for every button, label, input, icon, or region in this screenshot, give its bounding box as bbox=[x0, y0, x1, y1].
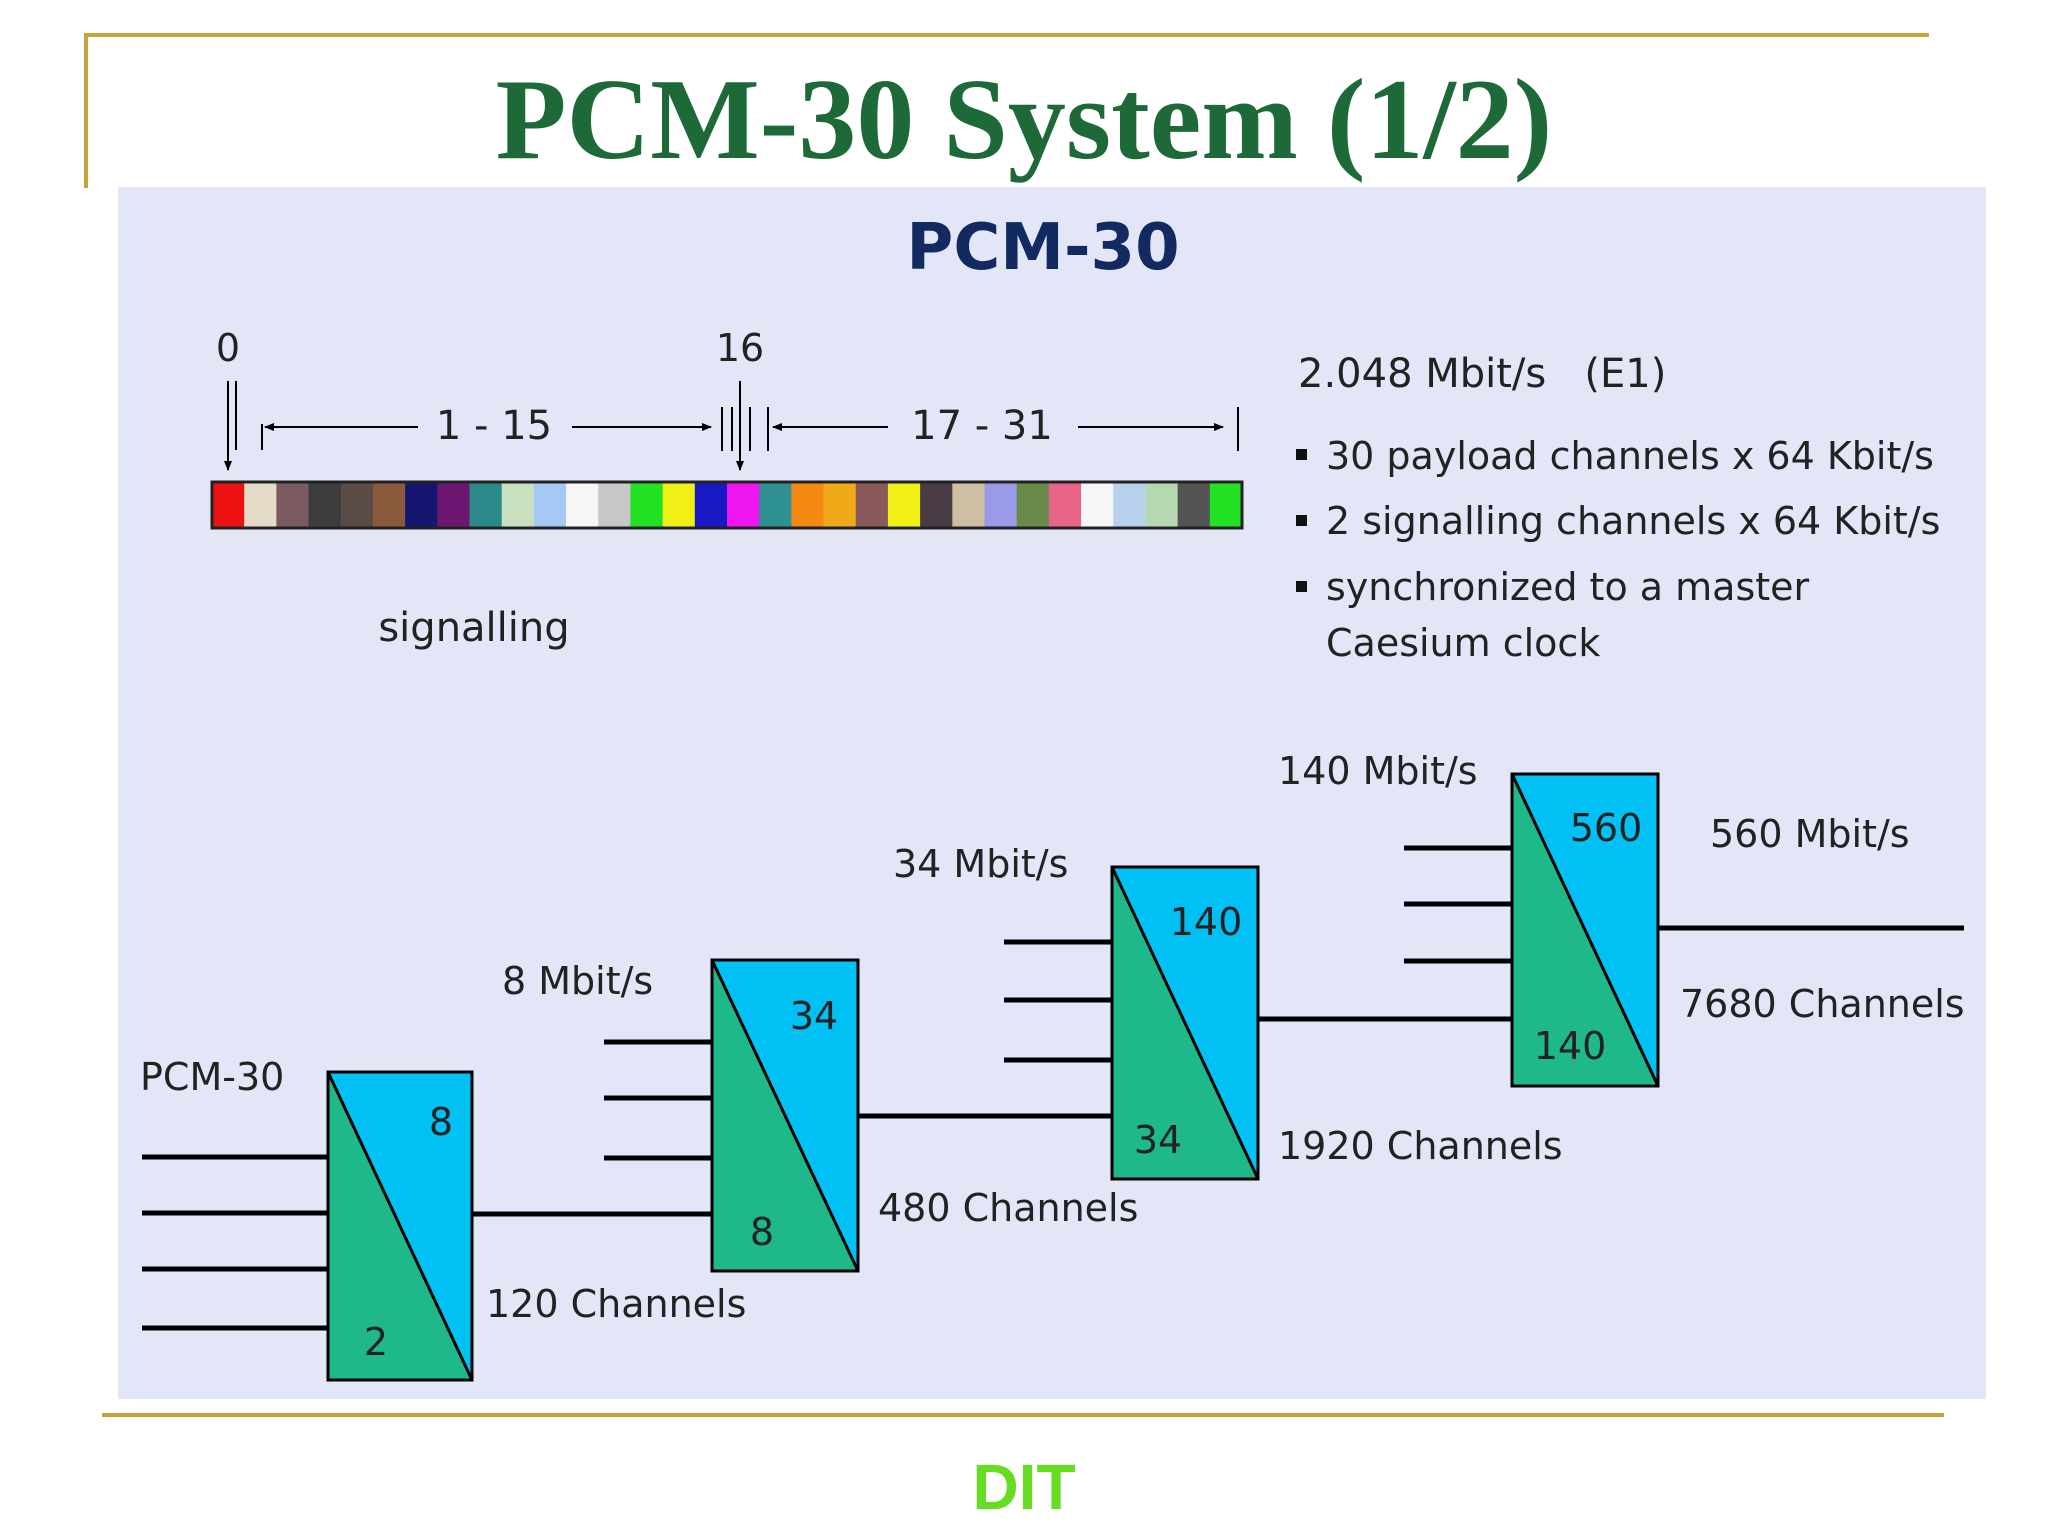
bullet-marker bbox=[1296, 515, 1307, 526]
bullet-marker bbox=[1296, 581, 1307, 592]
time-slot-13 bbox=[630, 482, 664, 528]
mux-outline bbox=[710, 958, 860, 1273]
time-slot-0 bbox=[212, 482, 245, 528]
mux-outline bbox=[1110, 865, 1260, 1181]
mux-outline bbox=[1510, 772, 1660, 1088]
bullet-payload-channels: 30 payload channels x 64 Kbit/s bbox=[1326, 434, 1934, 478]
mux-top-value: 34 bbox=[790, 994, 838, 1038]
time-slot-30 bbox=[1177, 482, 1211, 528]
mux-connection-lines bbox=[142, 845, 1964, 1331]
mux-bottom-value: 8 bbox=[750, 1210, 774, 1254]
pcm-frame-strip bbox=[210, 480, 1244, 530]
time-slot-5 bbox=[372, 482, 406, 528]
mux-34-to-140: 140 34 bbox=[1110, 865, 1260, 1181]
pcm30-diagram: PCM-30 0 16 1 - 15 17 - 31 signallin bbox=[140, 211, 1965, 1382]
info-bullets: 30 payload channels x 64 Kbit/s 2 signal… bbox=[1296, 434, 1940, 665]
mux-outline bbox=[326, 1070, 474, 1382]
mux-rate-label: 560 Mbit/s bbox=[1710, 812, 1910, 856]
time-slot-22 bbox=[920, 482, 953, 528]
mux-bottom-value: 34 bbox=[1134, 1118, 1182, 1162]
time-slot-25 bbox=[1016, 482, 1050, 528]
title-frame-top-rule bbox=[84, 33, 1929, 37]
time-slot-8 bbox=[469, 482, 503, 528]
time-slot-29 bbox=[1145, 482, 1179, 528]
slot-16-label: 16 bbox=[716, 326, 764, 370]
bullet-signalling-channels: 2 signalling channels x 64 Kbit/s bbox=[1326, 499, 1940, 543]
bullet-synchronized: synchronized to a master bbox=[1326, 565, 1810, 609]
time-slot-16 bbox=[727, 482, 760, 528]
time-slot-4 bbox=[340, 482, 374, 528]
time-slot-7 bbox=[437, 482, 471, 528]
frame-strip-border bbox=[210, 480, 1244, 530]
diagram-heading: PCM-30 bbox=[906, 211, 1179, 285]
e1-rate-label: 2.048 Mbit/s (E1) bbox=[1298, 351, 1666, 397]
title-frame-left-rule bbox=[84, 33, 88, 188]
time-slot-26 bbox=[1048, 482, 1082, 528]
mux-140-to-560: 560 140 bbox=[1510, 772, 1660, 1088]
slot-range-1-15: 1 - 15 bbox=[436, 403, 552, 449]
diagram-panel: PCM-30 0 16 1 - 15 17 - 31 signallin bbox=[118, 187, 1986, 1399]
time-slot-19 bbox=[823, 482, 857, 528]
mux-8-to-34: 34 8 bbox=[710, 958, 860, 1273]
mux-top-value: 140 bbox=[1170, 900, 1243, 944]
bullet-marker bbox=[1296, 449, 1307, 460]
time-slot-1 bbox=[244, 482, 277, 528]
time-slot-9 bbox=[501, 482, 535, 528]
mux-channels-label: 120 Channels bbox=[486, 1282, 746, 1326]
mux-rate-label: 140 Mbit/s bbox=[1278, 749, 1478, 793]
bullet-synchronized-continued: Caesium clock bbox=[1326, 621, 1600, 665]
time-slot-6 bbox=[405, 482, 438, 528]
time-slot-23 bbox=[952, 482, 986, 528]
mux-rate-label: 34 Mbit/s bbox=[893, 842, 1068, 886]
slide-title: PCM-30 System (1/2) bbox=[495, 56, 1553, 184]
time-slot-12 bbox=[598, 482, 632, 528]
mux-diagonal bbox=[326, 1071, 474, 1381]
slot-range-17-31: 17 - 31 bbox=[911, 403, 1053, 449]
time-slot-11 bbox=[566, 482, 599, 528]
mux-top-value: 8 bbox=[429, 1100, 453, 1144]
time-slot-2 bbox=[276, 482, 310, 528]
time-slot-14 bbox=[662, 482, 696, 528]
mux-channels-label: 7680 Channels bbox=[1680, 982, 1965, 1026]
mux-bottom-value: 2 bbox=[364, 1320, 388, 1364]
mux-diagonal bbox=[1110, 866, 1260, 1180]
time-slot-17 bbox=[759, 482, 792, 528]
pcm30-input-label: PCM-30 bbox=[140, 1055, 284, 1099]
mux-diagonal bbox=[1510, 773, 1660, 1087]
time-slot-21 bbox=[887, 482, 921, 528]
footer-rule bbox=[102, 1413, 1944, 1417]
time-slot-18 bbox=[791, 482, 825, 528]
mux-top-value: 560 bbox=[1570, 806, 1643, 850]
mux-channels-label: 480 Channels bbox=[878, 1186, 1138, 1230]
signalling-label: signalling bbox=[378, 605, 569, 651]
mux-2-to-8: 8 2 bbox=[326, 1070, 474, 1382]
time-slot-10 bbox=[533, 482, 567, 528]
slot-0-label: 0 bbox=[216, 326, 240, 370]
frame-arrows bbox=[224, 381, 1239, 471]
mux-bottom-value: 140 bbox=[1534, 1024, 1607, 1068]
mux-rate-label: 8 Mbit/s bbox=[502, 959, 653, 1003]
time-slot-24 bbox=[984, 482, 1018, 528]
time-slot-27 bbox=[1081, 482, 1114, 528]
time-slot-28 bbox=[1113, 482, 1147, 528]
time-slot-15 bbox=[694, 482, 728, 528]
time-slot-20 bbox=[855, 482, 889, 528]
time-slot-31 bbox=[1209, 482, 1243, 528]
mux-diagonal bbox=[710, 959, 860, 1272]
mux-channels-label: 1920 Channels bbox=[1278, 1124, 1563, 1168]
footer-label: DIT bbox=[972, 1451, 1076, 1523]
time-slot-3 bbox=[308, 482, 342, 528]
